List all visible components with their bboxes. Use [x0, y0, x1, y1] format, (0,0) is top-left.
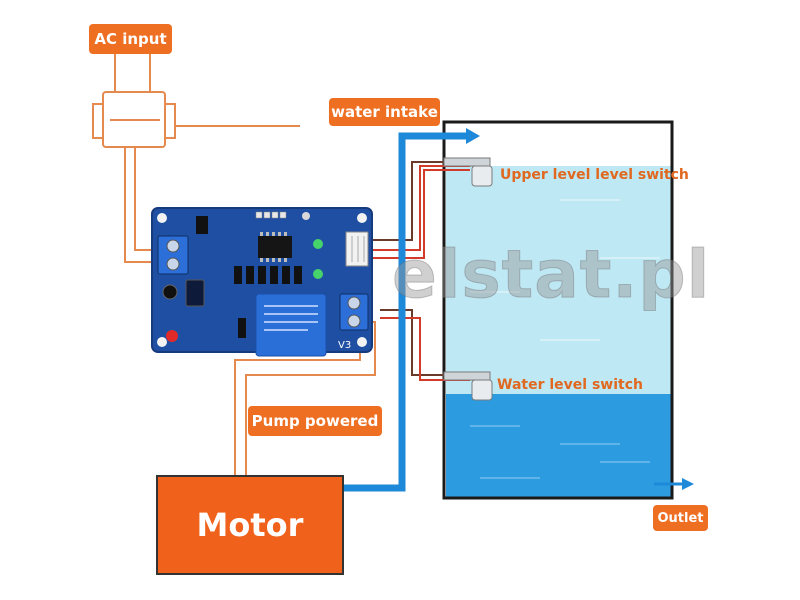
tank-lower-water: [446, 394, 672, 498]
motor-box: Motor: [156, 475, 344, 575]
relay-module-icon: [255, 293, 327, 357]
lower-switch-label: Water level switch: [497, 377, 643, 393]
tank-upper-water: [446, 166, 672, 394]
motor-label: Motor: [196, 506, 304, 544]
float-level-switch-lower: [443, 371, 493, 401]
float-level-switch-upper: [443, 157, 493, 187]
board-version-label: V3: [338, 340, 351, 351]
ac-plug-connector-icon: [92, 91, 176, 148]
water-tank: [442, 120, 674, 500]
sensor-wires: [368, 161, 470, 381]
outlet-label: Outlet: [653, 505, 708, 531]
watermark-text: elstat.pl: [391, 236, 711, 314]
pump-powered-label: Pump powered: [248, 406, 382, 436]
intake-pipe: [344, 128, 480, 492]
upper-switch-label: Upper level level switch: [500, 167, 689, 183]
ac-input-label: AC input: [89, 24, 172, 54]
outlet-arrow-icon: [654, 478, 694, 490]
water-intake-label: water intake: [329, 98, 440, 126]
water-ripples: [470, 199, 660, 479]
